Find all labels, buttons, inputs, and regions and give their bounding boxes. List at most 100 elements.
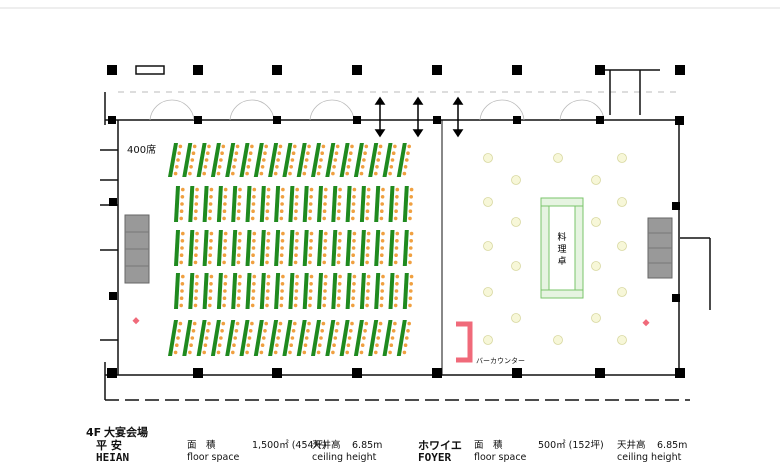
round-table [483,287,493,297]
chair [336,216,341,221]
chair [246,165,251,169]
stage-left [124,214,150,284]
chair [366,289,370,293]
chair [395,187,400,192]
round-tables [483,153,627,345]
chair [251,296,255,301]
column [193,65,203,75]
chair [323,289,327,293]
chair [252,239,256,243]
chair [260,343,265,348]
chair [216,171,221,176]
chair [395,195,399,199]
chair [209,239,213,243]
chair [237,195,242,199]
chair [246,343,251,348]
classroom-table [188,186,195,222]
column [432,65,442,75]
classroom-table [302,230,309,266]
chair [217,165,222,169]
door-swings [149,99,605,121]
classroom-table [311,143,321,177]
door-swing [501,99,525,121]
classroom-table [225,143,236,177]
classroom-table [388,186,395,222]
chair [289,343,294,348]
hall-name-en: HEIAN [96,451,130,464]
round-table [591,175,601,185]
chair [179,216,183,221]
chair [293,303,298,308]
chair [177,329,181,333]
classroom-table [296,143,307,177]
chair [352,239,356,243]
column [432,368,442,378]
chair [192,144,197,149]
round-table [511,313,521,323]
chair [294,289,299,293]
chair [180,239,185,243]
chair [217,343,222,348]
chair [209,231,214,236]
chair [322,296,327,301]
chair [251,202,256,206]
classroom-table [210,143,221,177]
classroom-table [311,320,321,356]
chair [366,246,370,250]
column [353,116,361,124]
chair [402,350,407,355]
chair [294,296,298,301]
chair [266,202,270,206]
chair [280,202,284,206]
chair [409,187,414,192]
chair [319,158,323,162]
chair [180,246,184,250]
chair [337,202,342,206]
chair [381,231,385,236]
chair [322,253,327,257]
chair [350,144,354,149]
chair [349,151,353,155]
chair [395,274,400,279]
classroom-table [188,230,195,266]
chair [394,296,398,301]
chair [409,289,413,293]
chair [232,165,236,169]
chair [275,165,279,169]
chair [189,165,193,169]
chair [259,350,264,355]
round-table [511,175,521,185]
chair [179,209,184,213]
chair [191,329,196,333]
seat-count-label: 400席 [127,145,157,156]
classroom-table [288,273,295,309]
chair [238,274,242,279]
chair [264,321,269,326]
classroom-table [317,230,323,266]
chair [366,231,371,236]
chair [391,151,396,155]
chair [181,231,185,236]
chair [221,321,226,326]
chair [393,321,397,326]
chair [402,171,407,176]
chair [280,282,285,286]
chair [333,158,338,162]
door-swing [251,99,275,121]
chair [316,350,321,355]
classroom-table [331,186,338,222]
classroom-table [396,143,407,177]
classroom-table [268,320,279,356]
chair [208,209,212,213]
foyer-area-label-en: floor space [474,452,527,463]
columns [107,65,685,378]
chair [179,296,184,301]
chair [351,216,355,221]
chair [176,336,180,340]
chair [363,151,367,155]
chair [278,144,283,149]
chair [378,144,383,149]
chair [365,303,369,308]
chair [180,202,184,206]
